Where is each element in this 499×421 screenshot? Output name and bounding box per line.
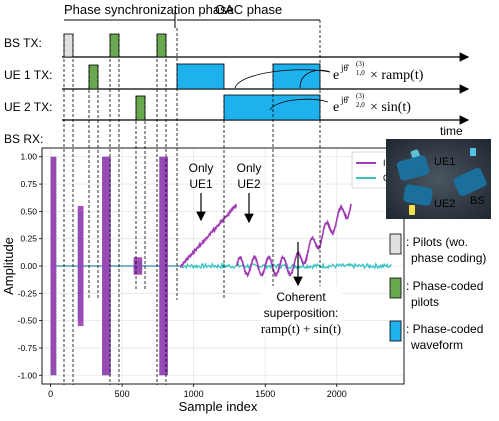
annotation-only-ue2-line1: Only [237,161,262,175]
annotation-only-ue1-line1: Only [189,161,214,175]
annotation-only-ue2-line2: UE2 [237,177,261,191]
y-tick-label: 0.25 [20,234,37,244]
phase-oac-label: OAC phase [215,2,282,17]
amplitude-chart: -1.00 -0.75 -0.50 -0.25 0.00 0.25 0.50 0.75 1.00… [1,147,405,414]
phase-sync-label: Phase synchronization phase [64,2,234,17]
svg-text:jθ̂: jθ̂ [340,95,350,105]
ue1-pilot-coded [88,64,99,90]
ue1-waveform-1 [176,63,225,90]
phase-guide-lines [63,20,321,385]
legend-pilots-line1: : Pilots (wo. [406,235,468,249]
svg-text:e: e [333,100,339,115]
legend-series-i: I [383,158,386,168]
x-tick-label: 0 [48,389,53,399]
series-i-line [235,254,295,279]
y-tick-label: 0.00 [20,261,37,271]
series-i-line [180,202,238,269]
y-tick-label: 1.00 [20,152,37,162]
photo-label-bs: BS [470,195,485,207]
y-tick-label: -1.00 [18,370,38,380]
annotation-coherent-line3: ramp(t) + sin(t) [261,321,341,336]
legend-swatch-coded-pilots [389,277,402,299]
ue1-formula: e jθ̂ (3) 1,0 × ramp(t) [333,60,424,83]
row-label-bs-tx: BS TX: [4,36,42,50]
svg-text:(3): (3) [356,60,365,68]
ue2-pilot-coded [135,95,146,121]
time-axis-label: time [440,124,463,138]
x-tick-label: 1000 [184,389,204,399]
x-tick-label: 1500 [255,389,275,399]
y-axis-label: Amplitude [1,237,16,295]
y-tick-label: -0.75 [18,343,38,353]
x-tick-label: 500 [115,389,130,399]
svg-text:(3): (3) [356,92,365,100]
legend-waveform-line2: waveform [410,338,463,352]
legend-pilots-line2: phase coding) [411,251,486,265]
hardware-photo: UE1 UE2 BS [386,139,491,219]
y-tick-label: -0.25 [18,288,38,298]
series-i-line [293,203,352,268]
bs-pilot-coded-2 [156,33,167,58]
x-axis-label: Sample index [179,399,258,414]
ue2-formula-leader [269,98,329,111]
ue2-formula: e jθ̂ (3) 2,0 × sin(t) [333,92,411,115]
annotation-only-ue1-line2: UE1 [189,177,213,191]
photo-label-ue1: UE1 [434,156,455,168]
row-label-bs-rx: BS RX: [4,132,43,146]
ue1-waveform-2 [272,63,321,90]
svg-text:× ramp(t): × ramp(t) [370,68,424,83]
photo-label-ue2: UE2 [434,198,455,210]
x-tick-label: 2000 [327,389,347,399]
annotation-coherent-line1: Coherent [276,290,326,304]
bs-pilot-plain [63,33,74,58]
legend-waveform-line1: : Phase-coded [406,322,483,336]
annotation-coherent-line2: superposition: [264,306,339,320]
y-tick-label: -0.50 [18,316,38,326]
bs-pilot-coded-1 [109,33,120,58]
row-label-ue1-tx: UE 1 TX: [4,68,52,82]
legend-swatch-pilots [389,233,402,255]
svg-text:1,0: 1,0 [356,69,365,77]
svg-text:jθ̂: jθ̂ [340,63,350,73]
svg-text:e: e [333,68,339,83]
y-tick-label: 0.75 [20,179,37,189]
x-axis-ticks: 0 500 1000 1500 2000 [48,384,347,399]
row-label-ue2-tx: UE 2 TX: [4,100,52,114]
annotation-coherent-bg [262,286,342,336]
svg-text:× sin(t): × sin(t) [370,100,411,115]
legend-coded-pilots-line2: pilots [411,295,439,309]
chart-series [50,156,392,376]
y-axis-ticks: -1.00 -0.75 -0.50 -0.25 0.00 0.25 0.50 0.75 1.00 [18,152,42,380]
block-legend: : Pilots (wo. phase coding) : Phase-code… [389,233,486,352]
legend-swatch-waveform [389,320,402,342]
y-tick-label: 0.50 [20,206,37,216]
legend-coded-pilots-line1: : Phase-coded [406,279,483,293]
svg-text:2,0: 2,0 [356,101,365,109]
